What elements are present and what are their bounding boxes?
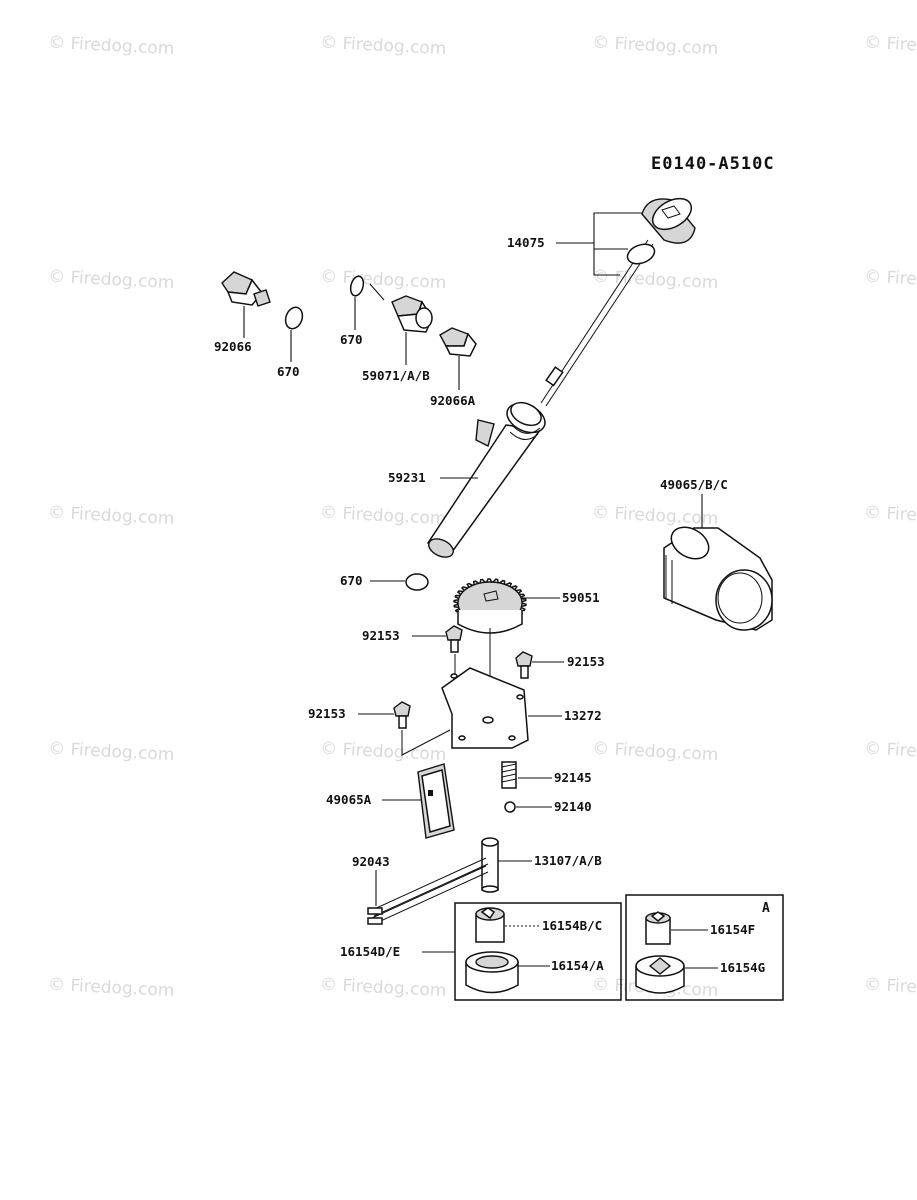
label-92066: 92066 — [214, 339, 252, 354]
label-16154f: 16154F — [710, 922, 755, 937]
label-59071: 59071/A/B — [362, 368, 430, 383]
label-92153-right: 92153 — [567, 654, 605, 669]
label-92140: 92140 — [554, 799, 592, 814]
label-49065a: 49065A — [326, 792, 372, 807]
label-59231: 59231 — [388, 470, 426, 485]
label-13272: 13272 — [564, 708, 602, 723]
label-670-b: 670 — [340, 332, 363, 347]
label-92153-top: 92153 — [362, 628, 400, 643]
ball-92140[interactable] — [504, 801, 516, 813]
label-92066a: 92066A — [430, 393, 476, 408]
label-16154a: 16154/A — [551, 958, 604, 973]
drain-valve-59071[interactable] — [391, 295, 433, 333]
box-a-letter: A — [762, 901, 770, 916]
label-16154bc: 16154B/C — [542, 918, 602, 933]
label-670-a: 670 — [277, 364, 300, 379]
o-ring-low-670[interactable] — [405, 573, 429, 591]
o-ring-plug-670[interactable] — [283, 305, 306, 331]
label-59051: 59051 — [562, 590, 600, 605]
diagram-code: E0140-A510C — [651, 154, 775, 174]
label-16154g: 16154G — [720, 960, 765, 975]
label-14075: 14075 — [507, 235, 545, 250]
label-670-c: 670 — [340, 573, 363, 588]
rotor-outer-16154g[interactable] — [635, 955, 685, 994]
label-49065: 49065/B/C — [660, 477, 728, 492]
label-92153-left: 92153 — [308, 706, 346, 721]
label-92043: 92043 — [352, 854, 390, 869]
bolt-92153-right[interactable] — [515, 651, 533, 679]
shaft-13107[interactable] — [481, 837, 499, 893]
rotor-inner-16154f[interactable] — [645, 911, 671, 945]
plug-92066a[interactable] — [439, 327, 477, 357]
leader-14075 — [556, 212, 642, 276]
rotor-outer-16154a[interactable] — [465, 951, 519, 994]
label-16154de: 16154D/E — [340, 944, 400, 959]
oil-filter-49065[interactable] — [663, 521, 773, 631]
screen-49065a[interactable] — [417, 763, 455, 839]
rotor-box-a — [625, 894, 784, 1001]
filler-tube-59231[interactable] — [426, 398, 550, 561]
bolt-92153-left[interactable] — [393, 701, 411, 729]
label-92145: 92145 — [554, 770, 592, 785]
pin-92043[interactable] — [367, 857, 489, 925]
o-ring-mid-670[interactable] — [349, 275, 366, 297]
label-13107: 13107/A/B — [534, 853, 602, 868]
plate-13272[interactable] — [441, 667, 529, 749]
spring-92145[interactable] — [501, 761, 517, 789]
plug-92066[interactable] — [221, 271, 271, 307]
bolt-92153-top[interactable] — [445, 625, 463, 653]
rotor-inner-16154bc[interactable] — [475, 907, 505, 943]
gear-59051[interactable] — [453, 578, 527, 634]
oil-filler-cap-dipstick[interactable] — [540, 192, 697, 407]
